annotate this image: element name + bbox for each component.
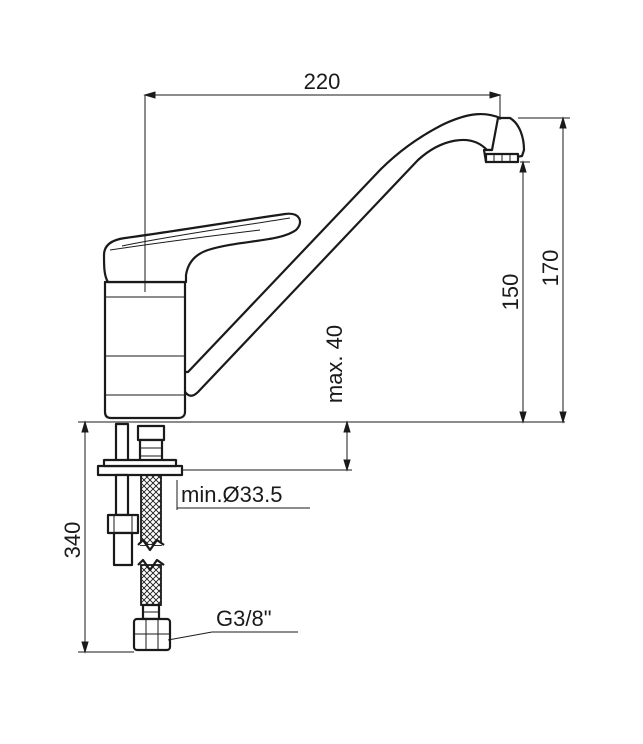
fixing-plate xyxy=(96,464,184,477)
dim-hose-340: 340 xyxy=(60,522,85,559)
dim-max-40: max. 40 xyxy=(322,325,347,403)
dim-height-170: 170 xyxy=(538,250,563,287)
fixing-nut xyxy=(106,513,140,535)
dim-thread: G3/8" xyxy=(216,606,272,631)
hose-upper xyxy=(140,474,162,546)
fixing-assembly xyxy=(96,422,184,567)
mixer-body xyxy=(103,280,187,420)
dim-min-hole: min.Ø33.5 xyxy=(181,482,283,507)
lever-handle xyxy=(102,212,302,284)
faucet-body xyxy=(102,112,526,420)
dim-height-150: 150 xyxy=(498,274,523,311)
dimension-lines xyxy=(78,91,570,654)
dim-width-220: 220 xyxy=(304,69,341,94)
flexible-hose xyxy=(132,474,172,652)
hose-lower xyxy=(140,564,162,606)
